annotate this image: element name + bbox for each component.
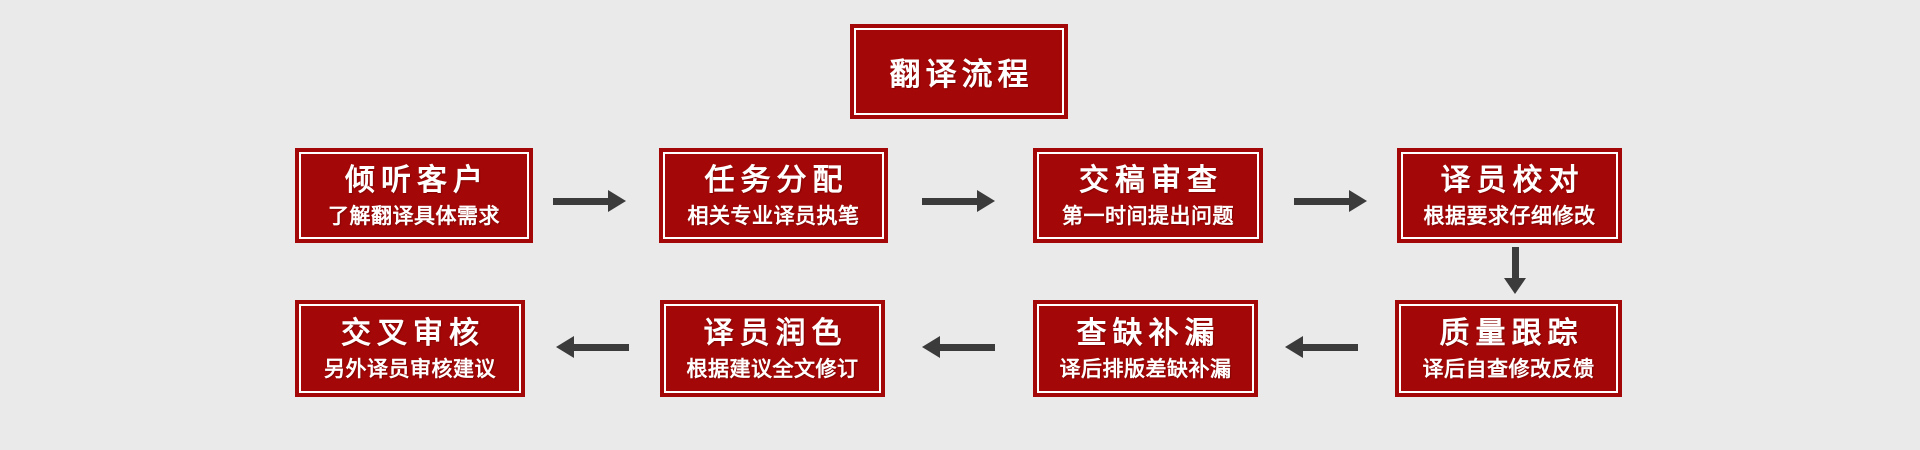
arrow-head	[1285, 336, 1303, 358]
arrow-shaft	[1303, 343, 1358, 351]
step-title: 查缺补漏	[1076, 316, 1221, 350]
step-title: 任务分配	[704, 163, 849, 197]
flowchart-title: 翻译流程	[889, 57, 1034, 92]
arrow-right-icon	[553, 189, 626, 213]
step-title: 译员润色	[703, 316, 848, 350]
flow-step-translator-polishing: 译员润色 根据建议全文修订	[660, 300, 885, 397]
arrow-shaft	[940, 343, 995, 351]
arrow-shaft	[1294, 197, 1349, 205]
arrow-head	[608, 190, 626, 212]
arrow-shaft	[1511, 247, 1519, 278]
arrow-shaft	[574, 343, 629, 351]
arrow-left-icon	[922, 335, 995, 359]
flow-step-quality-tracking: 质量跟踪 译后自查修改反馈	[1395, 300, 1622, 397]
step-subtitle: 译后排版差缺补漏	[1059, 357, 1232, 381]
step-title: 交叉审核	[341, 316, 485, 350]
flow-step-listen-customer: 倾听客户 了解翻译具体需求	[295, 148, 533, 243]
arrow-shaft	[922, 197, 977, 205]
flow-step-task-assignment: 任务分配 相关专业译员执笔	[659, 148, 888, 243]
arrow-right-icon	[1294, 189, 1367, 213]
flowchart-title-box: 翻译流程	[850, 24, 1068, 119]
step-title: 交稿审查	[1079, 163, 1223, 197]
step-subtitle: 根据要求仔细修改	[1423, 204, 1596, 228]
step-subtitle: 相关专业译员执笔	[687, 204, 860, 228]
step-subtitle: 了解翻译具体需求	[328, 204, 500, 228]
arrow-head	[556, 336, 574, 358]
step-subtitle: 根据建议全文修订	[686, 357, 859, 381]
arrow-left-icon	[556, 335, 629, 359]
arrow-right-icon	[922, 189, 995, 213]
arrow-left-icon	[1285, 335, 1358, 359]
step-subtitle: 第一时间提出问题	[1062, 204, 1234, 228]
arrow-head	[922, 336, 940, 358]
step-subtitle: 译后自查修改反馈	[1422, 357, 1595, 381]
step-subtitle: 另外译员审核建议	[324, 357, 496, 381]
flow-step-gap-filling: 查缺补漏 译后排版差缺补漏	[1033, 300, 1258, 397]
step-title: 质量跟踪	[1439, 316, 1584, 350]
arrow-down-icon	[1503, 247, 1527, 294]
arrow-shaft	[553, 197, 608, 205]
arrow-head	[1349, 190, 1367, 212]
step-title: 倾听客户	[345, 163, 489, 197]
flow-step-draft-review: 交稿审查 第一时间提出问题	[1033, 148, 1263, 243]
arrow-head	[1504, 278, 1526, 294]
flow-step-translator-proofreading: 译员校对 根据要求仔细修改	[1397, 148, 1622, 243]
flow-step-cross-review: 交叉审核 另外译员审核建议	[295, 300, 525, 397]
step-title: 译员校对	[1440, 163, 1585, 197]
arrow-head	[977, 190, 995, 212]
